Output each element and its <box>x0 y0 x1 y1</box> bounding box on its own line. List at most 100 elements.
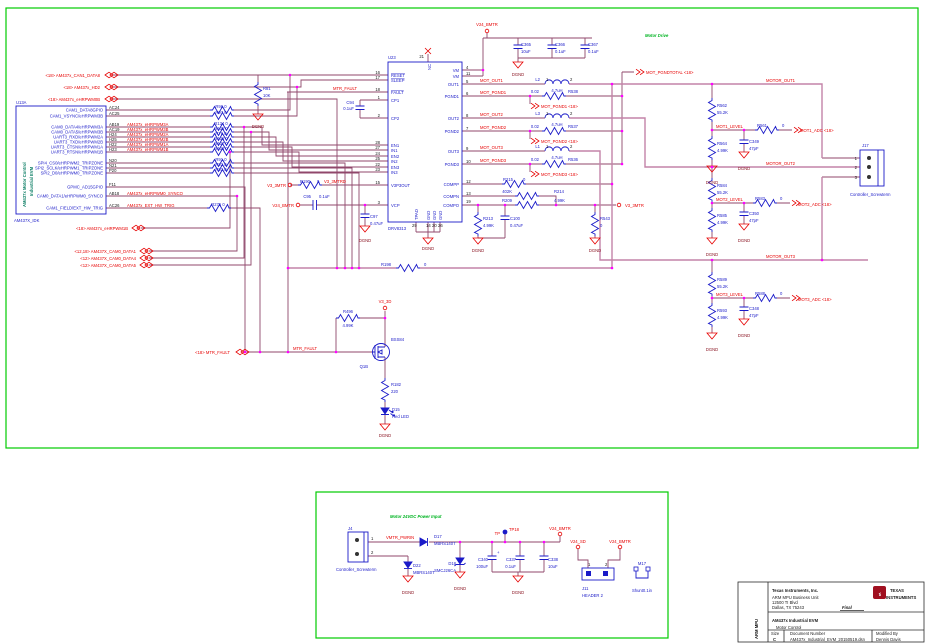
ground-label: DGND <box>512 590 524 595</box>
refdes-u23: U23 <box>388 55 396 60</box>
text-label: Motor Control <box>776 625 801 630</box>
component-label: R190 <box>300 179 311 184</box>
net-label: MOT_PGND2 <box>480 125 507 130</box>
component-label: R92 0 <box>215 162 227 167</box>
ground-label: DGND <box>738 166 750 171</box>
net-label: MOT1_LEVEL <box>716 124 744 129</box>
component-label: RESET <box>391 73 405 78</box>
component-label: 47pF <box>749 313 759 318</box>
component-label: 55.2K <box>717 190 728 195</box>
component-label: SPI2_D0/eHRPWM0_TRIPZONE <box>41 171 104 176</box>
ground-symbol <box>422 237 434 245</box>
component-label: MBRS140T <box>413 570 435 575</box>
shunt-m17-body <box>633 566 651 579</box>
text-label: 2 <box>378 113 381 118</box>
ground-symbol <box>738 151 750 159</box>
text-label: H24 <box>109 132 117 137</box>
power-flag <box>382 305 388 311</box>
text-label: AC25 <box>109 111 120 116</box>
net-label: V3_3MTR <box>625 203 644 208</box>
offpage-arrow-icon <box>530 102 540 110</box>
net-label: <18> AM437x_HD2 <box>63 85 100 90</box>
component-label: PGND2 <box>445 129 460 134</box>
diode <box>419 537 428 547</box>
ground-symbol <box>706 332 718 340</box>
component-label: 4.7uH <box>551 122 562 127</box>
text-label: Dallas, TX 75243 <box>772 605 805 610</box>
inductor <box>544 113 570 119</box>
ground-symbol <box>738 223 750 231</box>
ground-label: DGND <box>738 238 750 243</box>
title-block <box>737 581 925 643</box>
component-label: 0 <box>780 291 783 296</box>
component-label: 4.99K <box>717 315 728 320</box>
ground-label: DGND <box>454 586 466 591</box>
text-label: 9 <box>466 146 469 151</box>
components <box>104 28 803 583</box>
text-label: 19 <box>466 199 471 204</box>
net-label: MOT_OUT3 <box>480 145 503 150</box>
component-label: CAM1_FIELD/EXT_HW_TRIG <box>46 206 103 211</box>
component-label: 47pF <box>749 218 759 223</box>
net-label: MOT_PGND1 <18> <box>541 104 578 109</box>
component-label: 4.7uH <box>551 155 562 160</box>
component-label: Controller_Screwterm <box>850 192 891 197</box>
component-label: 0.02 <box>531 124 540 129</box>
component-label: CP1 <box>391 98 400 103</box>
ground-symbol <box>379 423 391 431</box>
text-label: 12 <box>466 179 471 184</box>
connector-j4-body <box>347 531 369 563</box>
component-label: NC <box>427 64 432 70</box>
component-label: R538 <box>568 89 579 94</box>
ground-symbol <box>512 61 524 69</box>
component-label: C338 <box>548 557 559 562</box>
component-label: R96 0 <box>215 104 227 109</box>
component-label: C349 <box>749 139 760 144</box>
net-label: MOT_PGND3 <box>480 158 507 163</box>
junction-dots <box>228 68 824 544</box>
shunt-resistor <box>541 92 567 100</box>
component-label: CAM1_DATA8GPIO <box>66 108 104 113</box>
ic-drv8313-body <box>387 61 463 223</box>
refdes-j4: J4 <box>348 526 353 531</box>
component-label: C94 <box>346 100 354 105</box>
text-label: N21 <box>109 163 117 168</box>
component-label: PGND3 <box>445 162 460 167</box>
offpage-arrow-icon <box>635 68 645 76</box>
component-label: R93 0 <box>215 167 227 172</box>
component-label: R81 <box>263 86 271 91</box>
resistor <box>708 135 716 161</box>
text-label: Document Number <box>790 631 826 636</box>
ground-label: DGND <box>512 72 524 77</box>
net-label: <12> AM437X_CAM0_DATA4 <box>80 256 136 261</box>
component-label: UART3_RTSN/eHRPWM1B <box>51 150 103 155</box>
net-label: MTR_FAULT <box>293 346 318 351</box>
component-label: OUT3 <box>448 149 460 154</box>
text-label: H25 <box>109 137 117 142</box>
labels-layer: <18> AM437x_CAN1_DATA8<18> AM437x_HD2<18… <box>14 22 916 642</box>
component-label: 0.02 <box>531 157 540 162</box>
text-label: 1 <box>546 144 549 149</box>
net-label: AM437x_eHRPWM3A <box>127 122 169 127</box>
capacitor <box>739 139 749 144</box>
component-label: R138 0 <box>214 146 228 151</box>
component-label: 220 <box>391 389 399 394</box>
component-label: 47pF <box>749 146 759 151</box>
component-label: C365 <box>521 42 532 47</box>
text-label: 4 <box>466 65 469 70</box>
text-label: 1 <box>588 562 591 567</box>
component-label: M17 <box>638 561 647 566</box>
ground-symbol <box>402 575 414 583</box>
text-label: 2 <box>570 77 573 82</box>
component-label: R562 <box>717 103 728 108</box>
connector-u13a-body <box>15 105 107 215</box>
net-label: MOT_PGND2 <18> <box>541 139 578 144</box>
inductor <box>544 146 570 152</box>
component-label: MBRS140T <box>434 541 456 546</box>
resistor <box>335 314 361 322</box>
net-label: <18> AM437x_eHRPWM1B <box>76 226 128 231</box>
text-label: N20 <box>109 158 117 163</box>
component-label: R275 0 <box>211 202 225 207</box>
text-label: 27 <box>375 145 380 150</box>
